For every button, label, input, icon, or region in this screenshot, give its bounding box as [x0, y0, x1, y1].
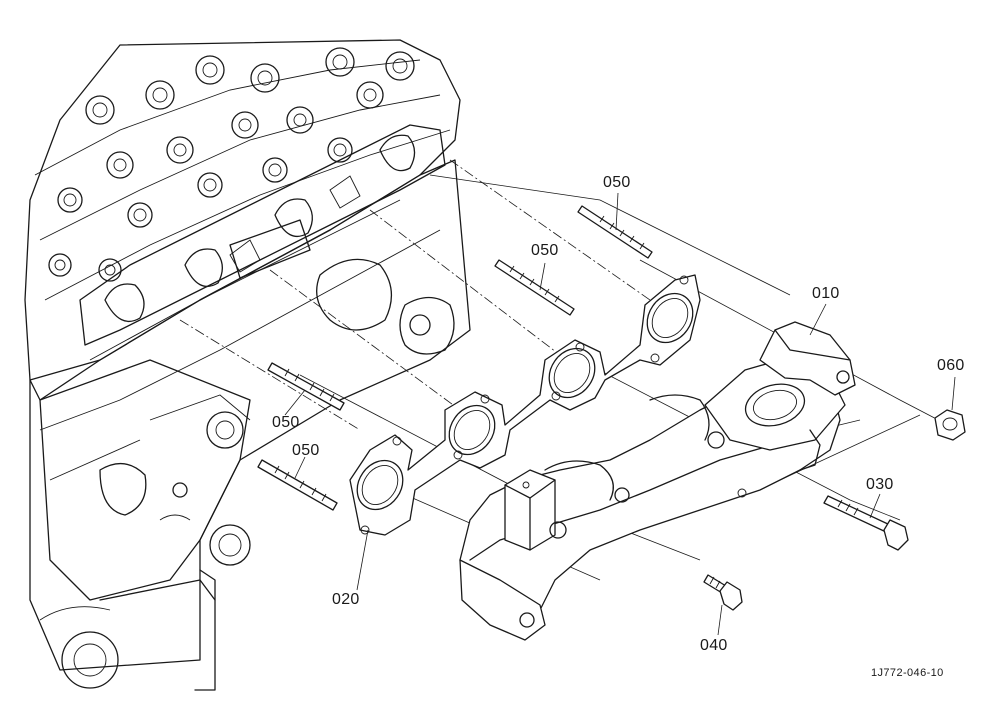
callout-leaders: [284, 192, 956, 636]
label-030: 030: [866, 476, 894, 493]
stud-050-lower: [257, 459, 338, 511]
label-050-upper: 050: [603, 174, 631, 191]
label-050-second: 050: [531, 242, 559, 259]
drawing-reference-code: 1J772-046-10: [871, 667, 944, 679]
exhaust-manifold-010: [459, 321, 856, 641]
stud-050-second: [494, 259, 575, 316]
gasket-020: [349, 274, 701, 536]
label-050-lower: 050: [292, 442, 320, 459]
stud-050-upper: [577, 205, 653, 259]
nut-060: [934, 409, 966, 441]
bolt-030: [823, 495, 909, 551]
label-020: 020: [332, 591, 360, 608]
cylinder-head: [24, 39, 461, 401]
label-040: 040: [700, 637, 728, 654]
label-060: 060: [937, 357, 965, 374]
bolt-040: [703, 574, 743, 611]
stud-050-third: [267, 362, 345, 411]
engine-block: [29, 159, 471, 691]
label-050-third: 050: [272, 414, 300, 431]
label-010: 010: [812, 285, 840, 302]
